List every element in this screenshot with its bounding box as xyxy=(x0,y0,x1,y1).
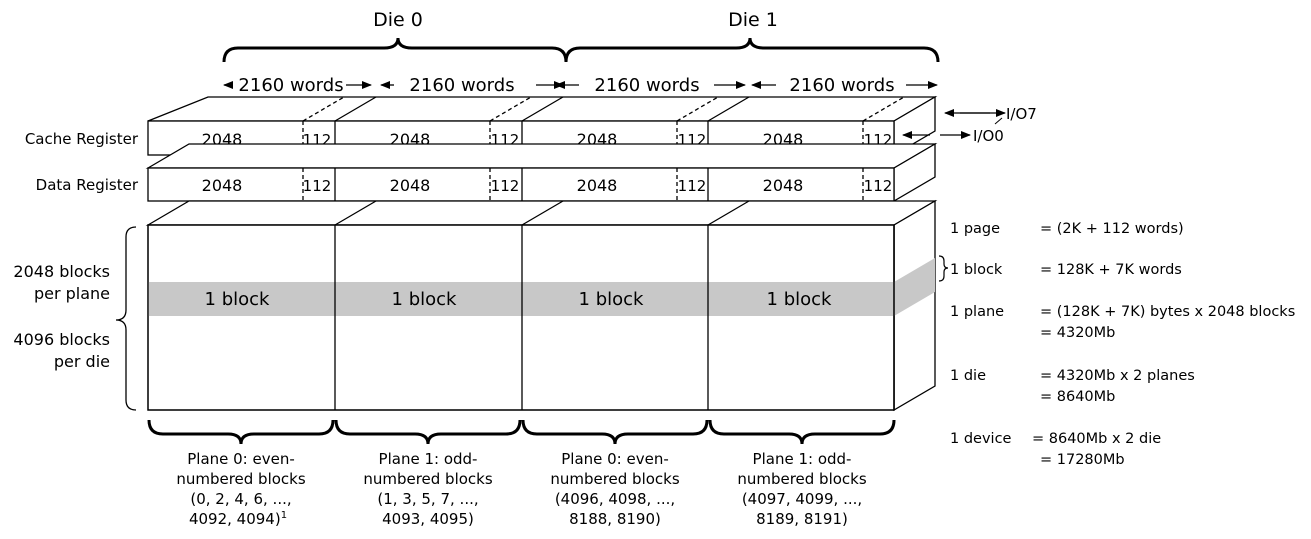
block-label-3: 1 block xyxy=(579,289,645,310)
block-label-1: 1 block xyxy=(205,289,271,310)
data-main-2: 2048 xyxy=(390,176,431,195)
definitions-list: 1 page = (2K + 112 words) 1 block = 128K… xyxy=(950,221,1295,468)
die-1-label: Die 1 xyxy=(728,9,778,31)
plane-text-line: numbered blocks xyxy=(550,470,680,488)
plane-brace-2 xyxy=(334,419,522,445)
plane-brace-4 xyxy=(708,419,896,445)
def-value-die-1: = 4320Mb x 2 planes xyxy=(1040,368,1195,384)
plane-text-line: Plane 1: odd- xyxy=(379,450,478,468)
plane-text-line: 4093, 4095) xyxy=(382,510,474,528)
plane-0-die-0-text: Plane 0: even- numbered blocks (0, 2, 4,… xyxy=(176,450,306,528)
plane-brace-1 xyxy=(147,419,335,445)
def-value-plane-1: = (128K + 7K) bytes x 2048 blocks xyxy=(1040,304,1295,320)
plane-text-line: (0, 2, 4, 6, ..., xyxy=(190,490,291,508)
cache-register-label: Cache Register xyxy=(25,130,139,148)
blocks-per-plane-line1: 2048 blocks xyxy=(13,262,110,281)
data-main-3: 2048 xyxy=(577,176,618,195)
block-label-2: 1 block xyxy=(392,289,458,310)
def-value-device-1: = 8640Mb x 2 die xyxy=(1032,431,1161,447)
data-main-4: 2048 xyxy=(763,176,804,195)
footnote-marker: 1 xyxy=(281,510,287,521)
def-term-block: 1 block xyxy=(950,262,1003,278)
data-main-1: 2048 xyxy=(202,176,243,195)
left-brace xyxy=(115,226,137,411)
def-value-plane-2: = 4320Mb xyxy=(1040,325,1115,341)
plane-text-line: numbered blocks xyxy=(176,470,306,488)
block-band-side xyxy=(894,258,935,316)
block-definition-brace xyxy=(938,255,949,282)
blocks-per-die-line2: per die xyxy=(54,352,110,371)
data-spare-3: 112 xyxy=(678,177,707,195)
plane-text-line: (4096, 4098, ..., xyxy=(555,490,675,508)
data-spare-4: 112 xyxy=(864,177,893,195)
io-arrows xyxy=(902,109,1006,139)
def-value-die-2: = 8640Mb xyxy=(1040,389,1115,405)
data-register-box xyxy=(145,142,938,203)
plane-text-line: (4097, 4099, ..., xyxy=(742,490,862,508)
blocks-per-plane-line2: per plane xyxy=(34,284,110,303)
word-label-1: 2160 words xyxy=(238,75,343,96)
def-term-device: 1 device xyxy=(950,431,1012,447)
data-spare-1: 112 xyxy=(303,177,332,195)
memory-array-box xyxy=(145,199,938,412)
def-term-page: 1 page xyxy=(950,221,1000,237)
io0-label: I/O0 xyxy=(973,127,1004,145)
plane-text-line: numbered blocks xyxy=(363,470,493,488)
plane-text-line: 4092, 4094)1 xyxy=(189,510,287,528)
io7-label: I/O7 xyxy=(1006,105,1037,123)
plane-braces xyxy=(147,419,896,445)
plane-text-line: 8189, 8191) xyxy=(756,510,848,528)
plane-text-line: 8188, 8190) xyxy=(569,510,661,528)
blocks-per-die-line1: 4096 blocks xyxy=(13,330,110,349)
plane-1-die-1-text: Plane 1: odd- numbered blocks (4097, 409… xyxy=(737,450,867,528)
word-label-4: 2160 words xyxy=(789,75,894,96)
plane-text-line: (1, 3, 5, 7, ..., xyxy=(377,490,478,508)
die-1-brace xyxy=(564,37,940,63)
plane-text-line-main: 4092, 4094) xyxy=(189,510,281,528)
plane-1-die-0-text: Plane 1: odd- numbered blocks (1, 3, 5, … xyxy=(363,450,493,528)
def-term-die: 1 die xyxy=(950,368,986,384)
word-label-2: 2160 words xyxy=(409,75,514,96)
plane-0-die-1-text: Plane 0: even- numbered blocks (4096, 40… xyxy=(550,450,680,528)
def-value-block: = 128K + 7K words xyxy=(1040,262,1182,278)
def-term-plane: 1 plane xyxy=(950,304,1004,320)
plane-brace-3 xyxy=(521,419,709,445)
die-0-label: Die 0 xyxy=(373,9,423,31)
plane-text-line: numbered blocks xyxy=(737,470,867,488)
data-register-label: Data Register xyxy=(36,176,139,194)
word-label-3: 2160 words xyxy=(594,75,699,96)
die-0-brace xyxy=(222,37,568,63)
plane-text-line: Plane 0: even- xyxy=(561,450,669,468)
block-band xyxy=(148,282,894,316)
block-label-4: 1 block xyxy=(767,289,833,310)
data-spare-2: 112 xyxy=(491,177,520,195)
def-value-device-2: = 17280Mb xyxy=(1040,452,1125,468)
plane-text-line: Plane 0: even- xyxy=(187,450,295,468)
def-value-page: = (2K + 112 words) xyxy=(1040,221,1184,237)
plane-text-line: Plane 1: odd- xyxy=(753,450,852,468)
